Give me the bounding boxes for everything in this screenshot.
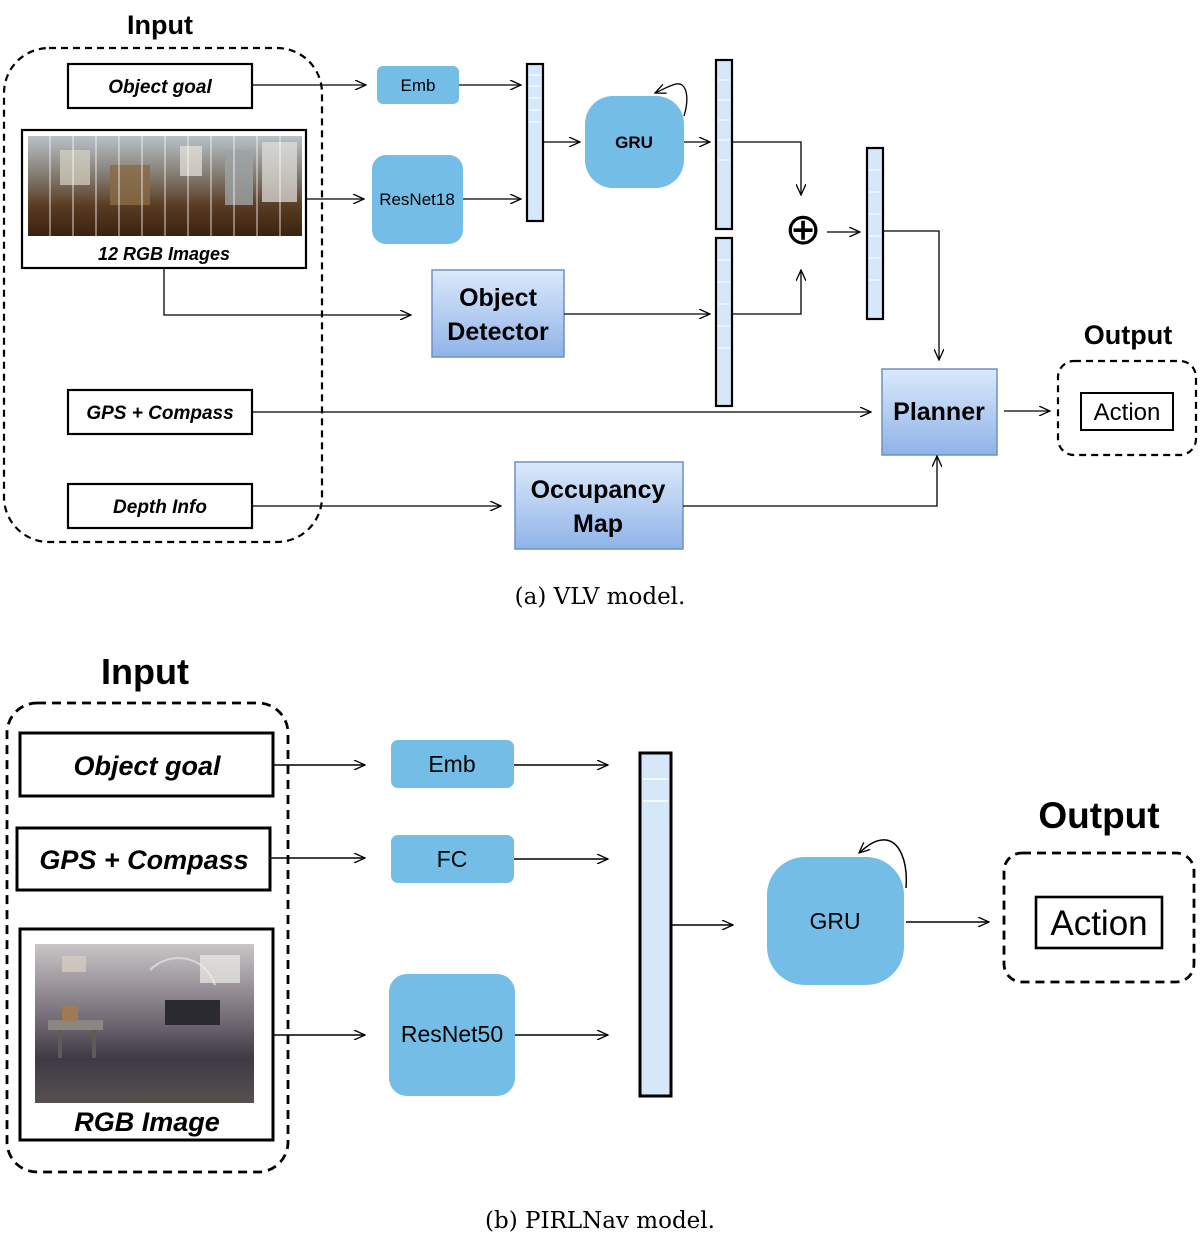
vlv-gru-module	[585, 96, 684, 188]
pirlnav-diagram: Input Object goal GPS + Compass RGB Imag…	[5, 651, 1196, 1234]
vlv-action-label: Action	[1094, 399, 1161, 426]
vlv-caption: (a) VLV model.	[515, 584, 686, 610]
pirlnav-action-box	[1034, 895, 1164, 950]
vlv-occupancy-map-module	[514, 461, 684, 550]
vlv-resnet18-module	[372, 155, 463, 244]
pirlnav-fc-label: FC	[437, 846, 468, 872]
vlv-planner-module	[881, 368, 998, 456]
pirlnav-output-title: Output	[1038, 795, 1159, 836]
vlv-object-goal-box	[66, 62, 254, 110]
pirlnav-gru-module	[767, 857, 904, 985]
pirlnav-input-group	[5, 701, 290, 1174]
vlv-object-detector-label-1: Object	[459, 284, 537, 312]
vlv-output-title: Output	[1084, 320, 1172, 350]
pirlnav-emb-label: Emb	[428, 751, 475, 777]
pirlnav-resnet50-module	[389, 974, 515, 1096]
vlv-emb-module	[377, 66, 459, 104]
pirlnav-object-goal-label: Object goal	[73, 751, 221, 781]
vlv-gru-label: GRU	[615, 133, 653, 152]
vlv-combine-symbol: ⊕	[785, 205, 822, 254]
vlv-input-group	[2, 46, 324, 544]
vlv-input-title: Input	[127, 10, 193, 40]
vlv-output-group	[1056, 359, 1198, 457]
vlv-connections	[163, 85, 1050, 506]
vlv-feature-vector-2	[714, 58, 734, 231]
pirlnav-gru-label: GRU	[809, 908, 860, 934]
pirlnav-gru-recurrent-arrow	[859, 839, 908, 889]
pirlnav-feature-vector	[638, 751, 673, 1098]
pirlnav-gps-label: GPS + Compass	[39, 845, 248, 875]
vlv-feature-vector-4	[865, 146, 885, 321]
pirlnav-connections	[270, 765, 989, 1035]
pirlnav-rgb-image-label: RGB Image	[74, 1107, 220, 1137]
vlv-action-box	[1080, 392, 1174, 431]
pirlnav-resnet50-label: ResNet50	[401, 1021, 503, 1047]
vlv-gps-label: GPS + Compass	[86, 403, 233, 424]
vlv-feature-vector-3	[714, 236, 734, 408]
vlv-emb-label: Emb	[401, 76, 436, 95]
vlv-occupancy-map-label-2: Map	[573, 510, 623, 538]
pirlnav-object-goal-box	[18, 731, 275, 798]
vlv-object-detector-module	[431, 269, 565, 358]
pirlnav-caption: (b) PIRLNav model.	[485, 1208, 715, 1234]
vlv-resnet18-label: ResNet18	[379, 190, 455, 209]
vlv-object-detector-label-2: Detector	[447, 318, 549, 346]
vlv-gru-recurrent-arrow	[655, 83, 688, 117]
vlv-panorama-image	[28, 136, 302, 236]
vlv-rgb-images-label: 12 RGB Images	[98, 244, 230, 264]
pirlnav-fc-module	[391, 835, 514, 883]
vlv-depth-label: Depth Info	[113, 497, 207, 518]
pirlnav-output-group	[1002, 851, 1196, 984]
pirlnav-input-title: Input	[101, 651, 189, 692]
pirlnav-action-label: Action	[1050, 904, 1147, 943]
pirlnav-rgb-image	[35, 944, 254, 1103]
vlv-feature-vector-1	[525, 62, 545, 223]
pirlnav-emb-module	[391, 740, 514, 788]
pirlnav-gps-box	[15, 826, 272, 892]
vlv-occupancy-map-label-1: Occupancy	[531, 476, 666, 504]
vlv-object-goal-label: Object goal	[108, 77, 212, 98]
vlv-diagram: Input Object goal 12 RGB Images	[2, 10, 1198, 610]
vlv-planner-label: Planner	[893, 398, 985, 426]
